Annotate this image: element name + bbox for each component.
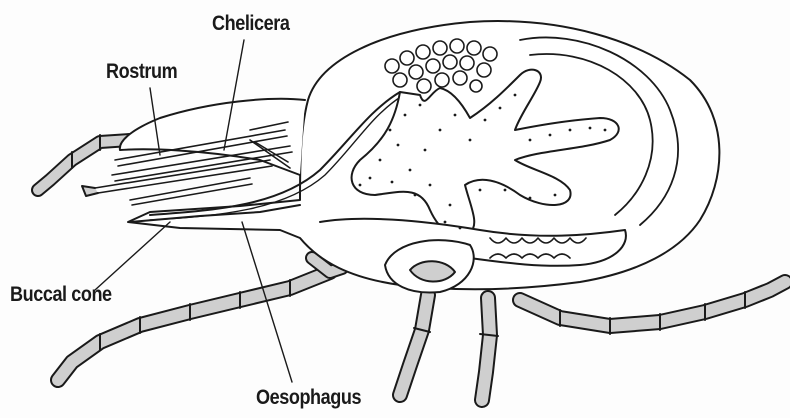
label-buccal-cone: Buccal cone — [10, 283, 112, 307]
chelicera-tip — [82, 186, 98, 196]
label-oesophagus: Oesophagus — [256, 386, 361, 410]
label-chelicera: Chelicera — [212, 12, 289, 36]
label-rostrum: Rostrum — [106, 60, 177, 84]
rostrum-shape — [120, 99, 305, 175]
right-leg — [520, 282, 785, 334]
palp — [38, 135, 130, 190]
